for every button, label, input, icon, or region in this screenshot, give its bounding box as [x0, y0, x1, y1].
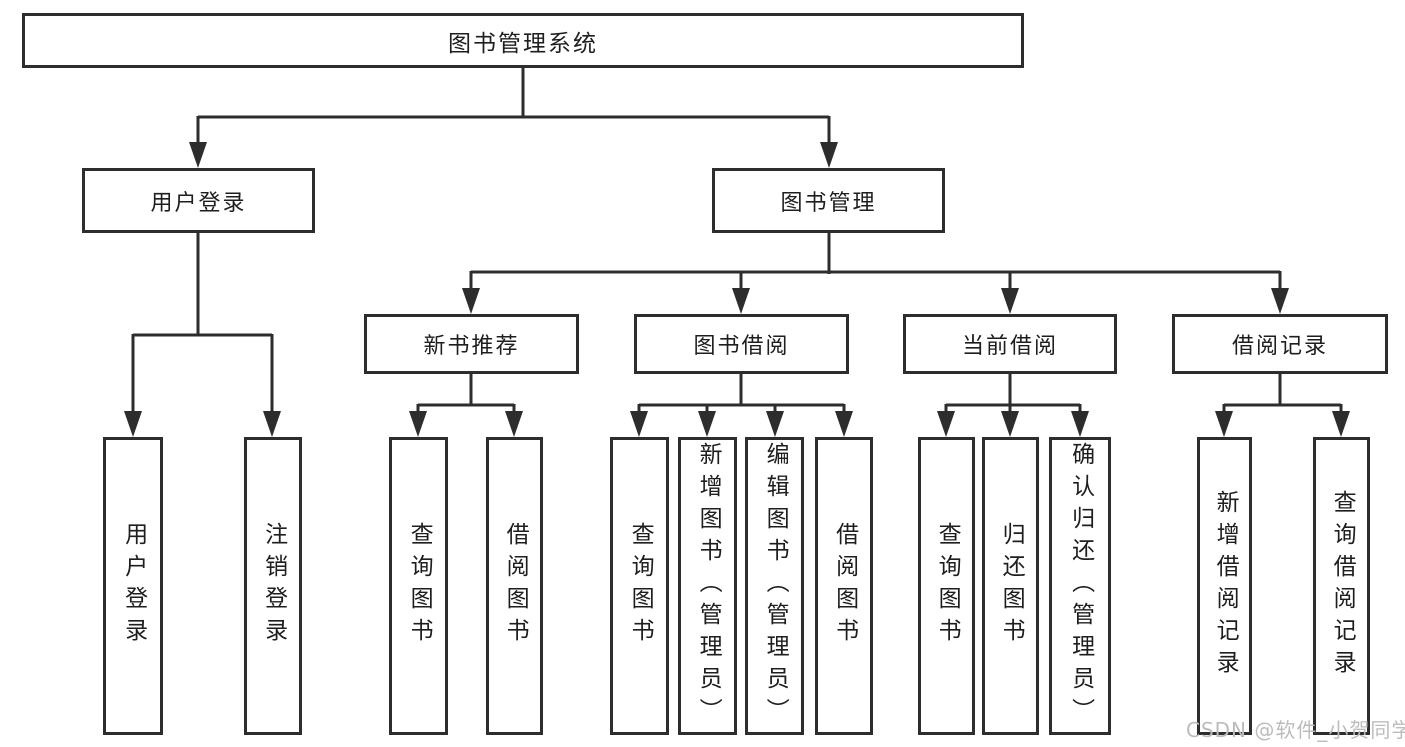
node-label: 归还图书: [998, 522, 1025, 650]
node-library-management-system: 图书管理系统: [22, 13, 1024, 68]
leaf-borrow-query-books: 查询图书: [610, 437, 669, 735]
leaf-records-add-borrow-record: 新增借阅记录: [1197, 437, 1252, 735]
node-current-borrowing: 当前借阅: [903, 314, 1117, 374]
node-label: 借阅记录: [1231, 334, 1328, 359]
leaf-current-return-books: 归还图书: [982, 437, 1039, 735]
edge-newbook-to-leaves: [416, 373, 516, 415]
edge-root-to-level2: [196, 67, 831, 146]
node-label: 查询图书: [627, 522, 654, 650]
node-label: 新增图书（管理员）: [695, 442, 722, 730]
leaf-logout: 注销登录: [244, 437, 302, 735]
node-label: 查询图书: [934, 522, 961, 650]
node-label: 新增借阅记录: [1212, 490, 1239, 682]
leaf-borrow-add-books-admin: 新增图书（管理员）: [678, 437, 737, 735]
leaf-current-query-books: 查询图书: [918, 437, 975, 735]
node-label: 查询借阅记录: [1329, 490, 1356, 682]
leaf-user-login: 用户登录: [103, 437, 163, 735]
node-label: 用户登录: [120, 522, 147, 650]
leaf-newrec-borrow-books: 借阅图书: [486, 437, 543, 735]
node-label: 确认归还（管理员）: [1067, 442, 1094, 730]
node-label: 借阅图书: [831, 522, 858, 650]
leaf-borrow-edit-books-admin: 编辑图书（管理员）: [745, 437, 804, 735]
edge-currentborrow-to-leaves: [944, 373, 1082, 415]
node-label: 借阅图书: [502, 522, 529, 650]
node-book-borrowing: 图书借阅: [634, 314, 849, 374]
node-label: 当前借阅: [961, 334, 1058, 359]
leaf-records-query-borrow-record: 查询借阅记录: [1313, 437, 1370, 735]
node-label: 新书推荐: [423, 334, 520, 359]
node-book-management: 图书管理: [712, 168, 945, 233]
csdn-watermark: CSDN @软件_小贺同学: [1186, 718, 1405, 742]
node-label: 查询图书: [406, 522, 433, 650]
node-label: 编辑图书（管理员）: [762, 442, 789, 730]
node-borrowing-records: 借阅记录: [1172, 314, 1388, 374]
edge-userlogin-to-leaves: [131, 233, 274, 415]
edge-bookmgmt-to-level3: [469, 233, 1282, 292]
leaf-current-confirm-return-admin: 确认归还（管理员）: [1049, 437, 1111, 735]
node-label: 图书管理: [780, 190, 877, 216]
node-label: 图书借阅: [693, 334, 790, 359]
edge-bookborrow-to-leaves: [637, 373, 846, 415]
node-user-login: 用户登录: [82, 168, 315, 233]
edge-records-to-leaves: [1222, 373, 1343, 415]
node-label: 注销登录: [260, 522, 287, 650]
node-label: 图书管理系统: [448, 30, 598, 57]
arrowheads: [124, 142, 1350, 437]
node-new-book-recommendation: 新书推荐: [364, 314, 579, 374]
node-label: 用户登录: [150, 190, 247, 216]
leaf-newrec-query-books: 查询图书: [389, 437, 448, 735]
leaf-borrow-borrow-books: 借阅图书: [815, 437, 873, 735]
